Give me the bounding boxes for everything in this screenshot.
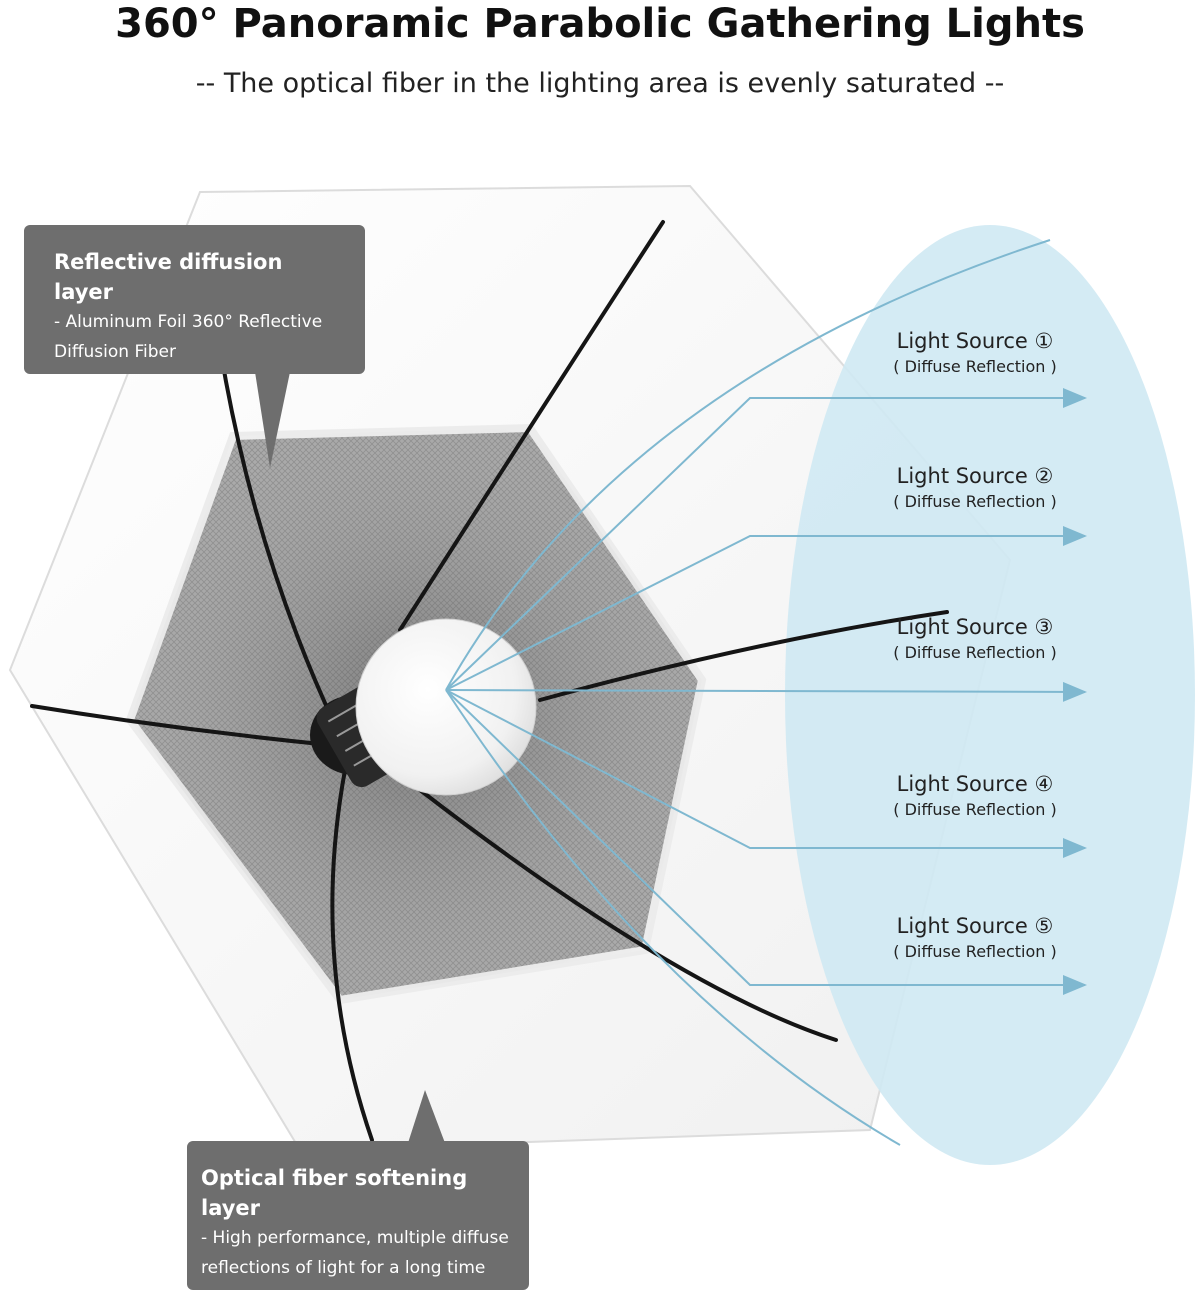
light-source-name: Light Source ③ — [896, 615, 1054, 639]
light-source-label-1: Light Source ① ( Diffuse Reflection ) — [870, 326, 1080, 378]
light-source-label-4: Light Source ④ ( Diffuse Reflection ) — [870, 769, 1080, 821]
callout-description-line: - Aluminum Foil 360° Reflective — [54, 312, 323, 332]
light-source-label-2: Light Source ② ( Diffuse Reflection ) — [870, 461, 1080, 513]
callout-optical-fiber: Optical fiber softening layer - High per… — [187, 1141, 529, 1290]
light-source-name: Light Source ② — [896, 464, 1054, 488]
light-source-name: Light Source ④ — [896, 772, 1054, 796]
light-source-label-5: Light Source ⑤ ( Diffuse Reflection ) — [870, 911, 1080, 963]
page-subtitle: -- The optical fiber in the lighting are… — [195, 68, 1005, 99]
callout-heading: Optical fiber softening layer — [201, 1166, 468, 1220]
light-source-sub: ( Diffuse Reflection ) — [893, 800, 1057, 819]
callout-description-line: Diffusion Fiber — [54, 342, 176, 362]
callout-bottom-pointer — [408, 1090, 445, 1143]
light-source-sub: ( Diffuse Reflection ) — [893, 357, 1057, 376]
light-source-name: Light Source ① — [896, 329, 1054, 353]
page-title: 360° Panoramic Parabolic Gathering Light… — [115, 1, 1085, 47]
callout-description-line: reflections of light for a long time — [201, 1258, 486, 1278]
callout-heading: Reflective diffusion layer — [54, 250, 283, 304]
light-source-label-3: Light Source ③ ( Diffuse Reflection ) — [870, 612, 1080, 664]
light-source-name: Light Source ⑤ — [896, 914, 1054, 938]
callout-top-pointer — [255, 372, 290, 468]
light-rays — [445, 239, 1087, 1146]
light-source-sub: ( Diffuse Reflection ) — [893, 643, 1057, 662]
light-source-sub: ( Diffuse Reflection ) — [893, 492, 1057, 511]
callout-description-line: - High performance, multiple diffuse — [201, 1228, 509, 1248]
reflection-zone-ellipse — [785, 225, 1195, 1165]
callout-reflective-diffusion: Reflective diffusion layer - Aluminum Fo… — [24, 225, 365, 374]
bulb — [355, 618, 537, 796]
light-source-sub: ( Diffuse Reflection ) — [893, 942, 1057, 961]
